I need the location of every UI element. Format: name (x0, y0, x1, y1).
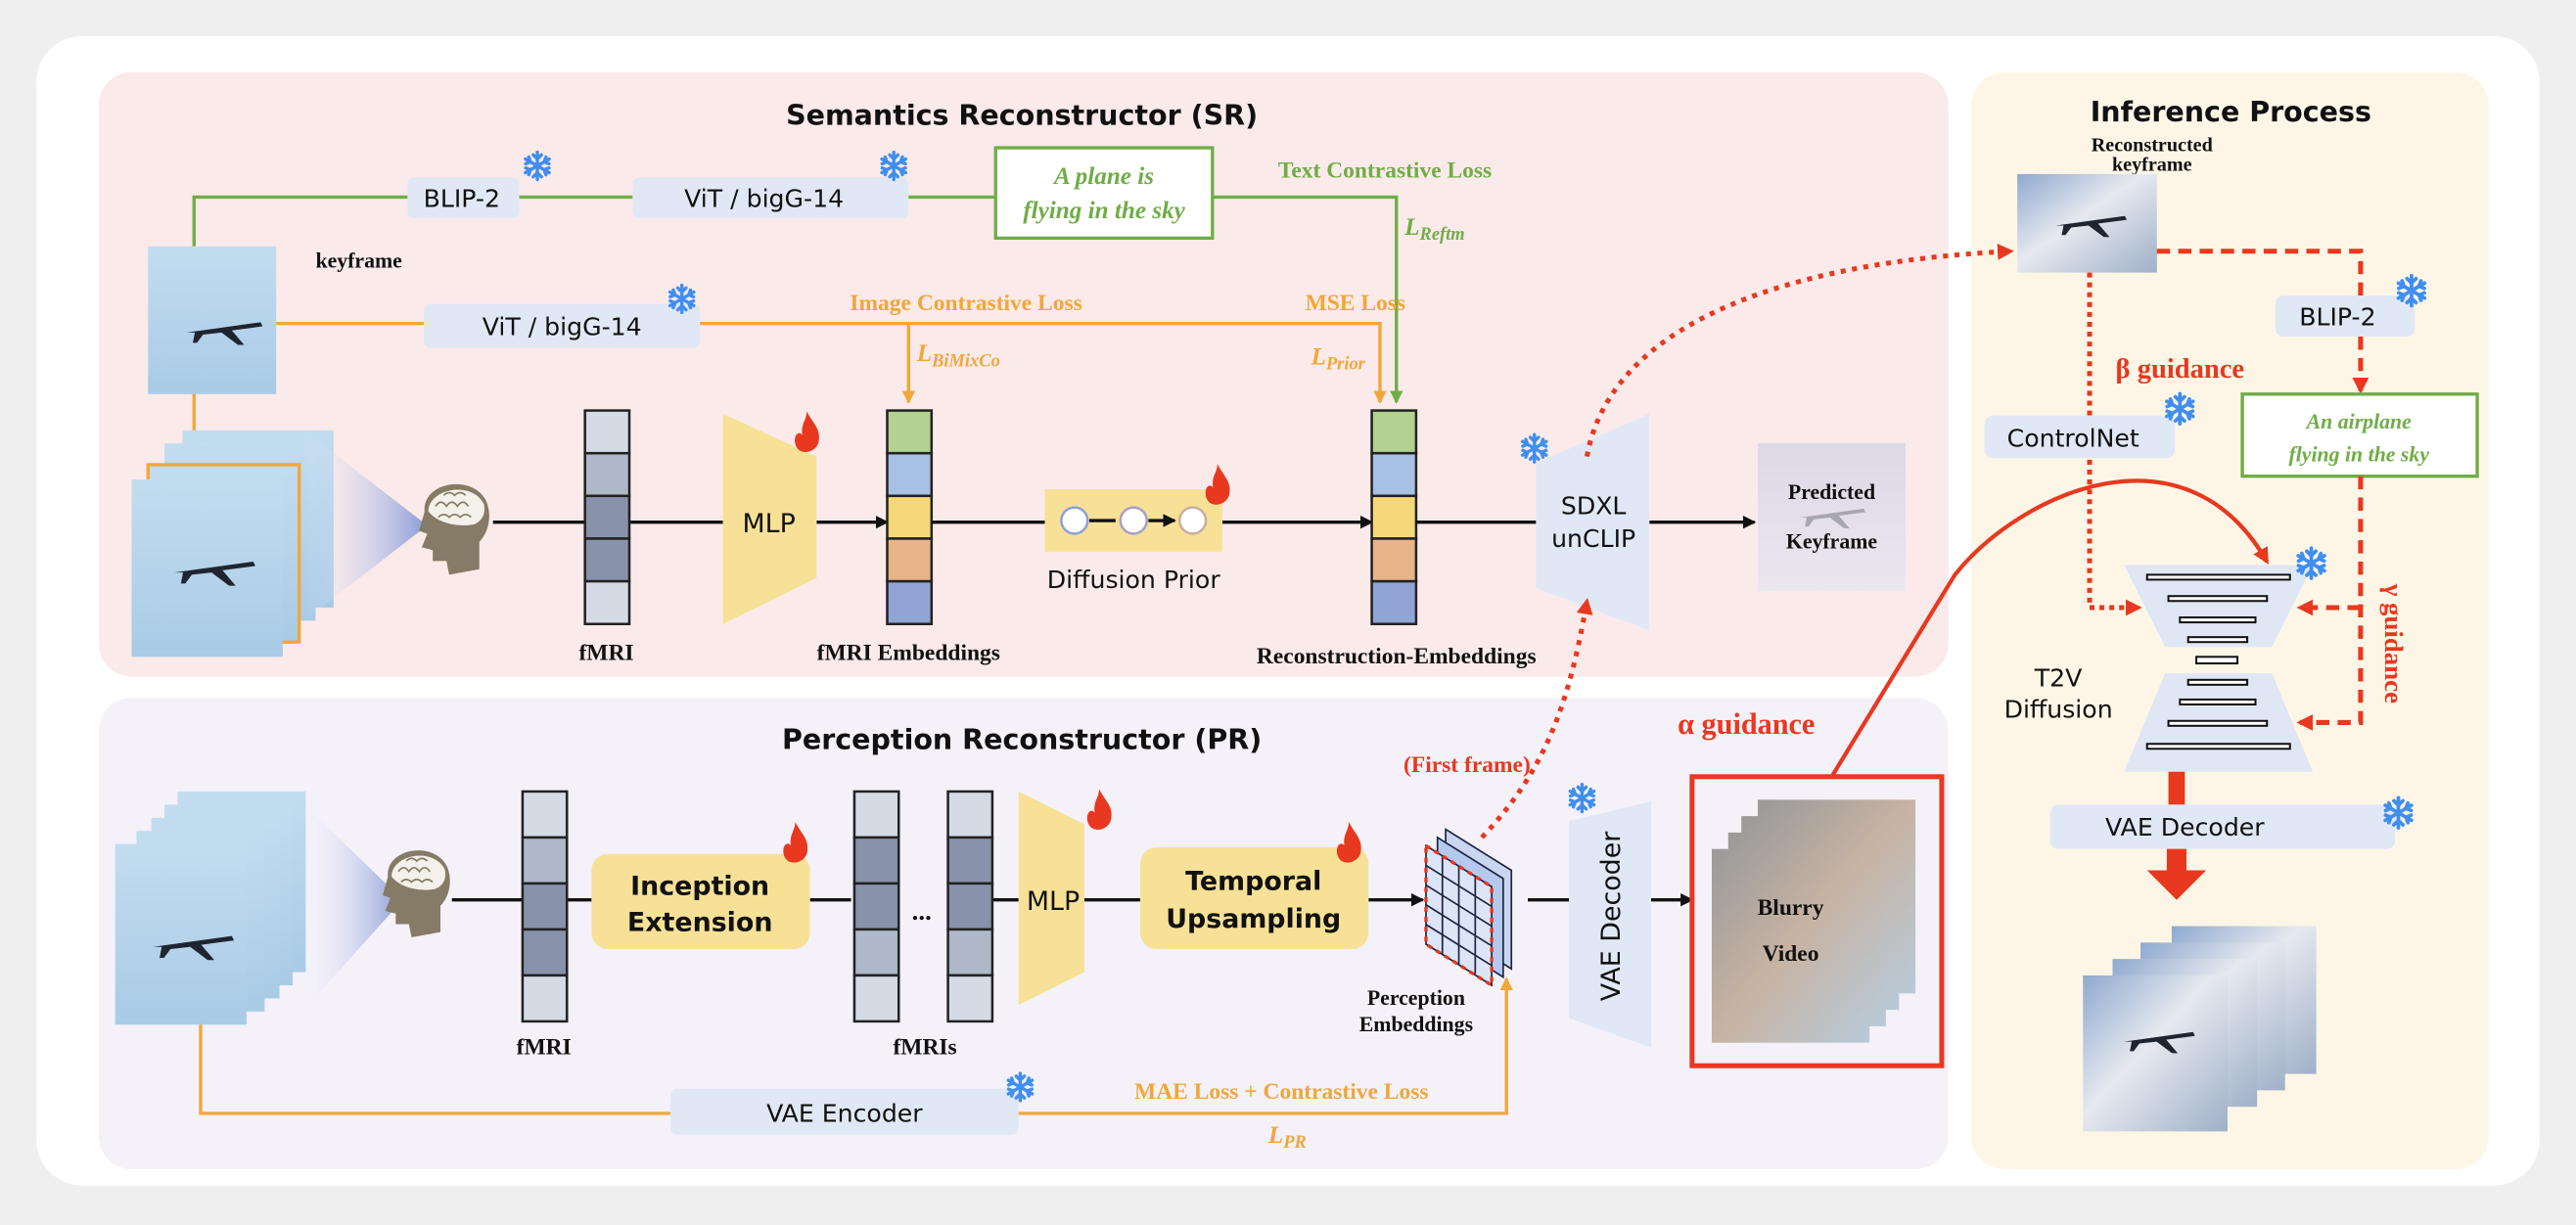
caption-text: flying in the sky (1023, 198, 1185, 224)
mlp-block (722, 413, 817, 624)
fmri-embeddings-label: fMRI Embeddings (817, 641, 1000, 666)
projection-cone (303, 430, 428, 621)
inference-process-panel: Inference Process Reconstructed keyframe… (1971, 71, 2489, 1169)
vae-decoder-block (1568, 801, 1651, 1048)
keyframe-label: keyframe (315, 250, 402, 273)
alpha-guidance-line (1829, 478, 2270, 778)
temporal-label: Temporal (1185, 867, 1321, 897)
inception-extension-block (591, 853, 810, 950)
projection-cone (303, 804, 403, 1011)
controlnet-label: ControlNet (2007, 424, 2139, 452)
vit-image-box (424, 303, 701, 348)
video-label: Video (1763, 941, 1819, 967)
t2v-label: T2V (2034, 664, 2083, 693)
mlp-block (1018, 791, 1084, 1006)
vit-image-label: ViT / bigG-14 (483, 312, 642, 340)
pr-title: Perception Reconstructor (PR) (782, 723, 1262, 755)
keyframe-image (148, 246, 277, 394)
blip-guidance-dashed-line (2156, 249, 2361, 391)
upsampling-label: Upsampling (1166, 904, 1341, 934)
t2v-diffusion-unet (2124, 565, 2314, 772)
fmris-label: fMRIs (893, 1034, 956, 1060)
fmri-label: fMRI (578, 641, 633, 666)
image-branch-line (276, 321, 1380, 403)
fmri-vector (583, 409, 631, 626)
text-branch-line (192, 195, 1397, 402)
video-frames-stack (115, 791, 306, 1025)
mlp-label: MLP (1027, 886, 1080, 917)
reconstruction-embeddings-vector (1370, 409, 1418, 626)
extension-label: Extension (627, 908, 773, 938)
diffusion-prior-block (1044, 489, 1222, 552)
temporal-upsampling-block (1139, 846, 1369, 950)
ellipsis: ... (912, 896, 932, 926)
predicted-label: Predicted (1788, 480, 1875, 504)
text-loss-symbol: LReftm (1403, 214, 1465, 244)
diffusion-prior-label: Diffusion Prior (1047, 566, 1221, 594)
output-arrow-1 (2168, 771, 2185, 805)
sdxl-label: SDXL (1561, 491, 1627, 520)
first-frame-label: (First frame) (1403, 752, 1531, 778)
fmri-vector (521, 790, 569, 1023)
blurry-video-box (1689, 774, 1945, 1068)
image-contrastive-loss-label: Image Contrastive Loss (850, 291, 1081, 316)
reconstruction-embeddings-label: Reconstruction-Embeddings (1257, 644, 1537, 669)
gamma-guidance-label: γ guidance (2379, 583, 2409, 703)
sdxl-unclip-block (1536, 413, 1650, 631)
perception-reconstructor-panel: Perception Reconstructor (PR) VAE Encode… (98, 698, 1949, 1169)
vit-text-box (632, 177, 909, 219)
diffusion-label: Diffusion (2004, 695, 2113, 723)
vae-encoder-box (669, 1088, 1019, 1135)
embeddings-label: Embeddings (1359, 1013, 1473, 1036)
blip2-box (407, 177, 520, 219)
vae-decoder-box (2049, 804, 2396, 849)
alpha-guidance-label: α guidance (1678, 707, 1815, 741)
fmris-vectors (852, 790, 994, 1023)
blip2-label: BLIP-2 (2299, 302, 2375, 331)
pr-loss-symbol: LPR (1267, 1122, 1307, 1152)
blip2-label: BLIP-2 (424, 184, 500, 212)
fmri-embeddings-vector (886, 409, 934, 626)
image-loss-symbol: LBiMixCo (916, 340, 1000, 370)
vae-encoder-line (199, 978, 1506, 1115)
vae-decoder-label: VAE Decoder (2105, 813, 2265, 841)
keyframe-label-3: keyframe (2112, 155, 2192, 176)
mlp-label: MLP (743, 509, 796, 539)
perception-label: Perception (1367, 986, 1465, 1010)
mse-loss-symbol: LPrior (1310, 344, 1365, 374)
blip2-box (2275, 295, 2415, 338)
controlnet-dotted-line (2087, 272, 2142, 616)
pr-loss-label: MAE Loss + Contrastive Loss (1134, 1079, 1428, 1105)
gamma-guidance-dashed-line (2296, 476, 2364, 731)
keyframe-label-2: Keyframe (1786, 530, 1878, 554)
caption-text: A plane is (1052, 163, 1154, 190)
caption-box (993, 146, 1215, 241)
caption-text: An airplane (2305, 410, 2413, 433)
vit-text-label: ViT / bigG-14 (684, 184, 844, 212)
blurry-label: Blurry (1758, 895, 1824, 921)
inference-title: Inference Process (2091, 96, 2371, 128)
sr-title: Semantics Reconstructor (SR) (786, 100, 1258, 132)
output-arrow-2 (2146, 848, 2207, 900)
reconstructed-label: Reconstructed (2092, 134, 2213, 156)
perception-embeddings-grid (1424, 828, 1513, 988)
generated-video-frames (2083, 926, 2317, 1132)
controlnet-box (1984, 415, 2176, 459)
fmri-label: fMRI (517, 1034, 572, 1060)
inception-label: Inception (630, 872, 769, 902)
mse-loss-label: MSE Loss (1306, 291, 1405, 316)
semantics-reconstructor-panel: Semantics Reconstructor (SR) BLIP-2 ViT … (98, 71, 1949, 677)
beta-guidance-label: β guidance (2116, 354, 2244, 385)
vae-encoder-label: VAE Encoder (766, 1099, 923, 1127)
vae-decoder-label: VAE Decoder (1596, 831, 1627, 1001)
unclip-label: unCLIP (1551, 524, 1635, 553)
blurry-video-frames (1711, 799, 1916, 1043)
text-contrastive-loss-label: Text Contrastive Loss (1278, 158, 1492, 183)
caption-text: flying in the sky (2288, 443, 2429, 467)
